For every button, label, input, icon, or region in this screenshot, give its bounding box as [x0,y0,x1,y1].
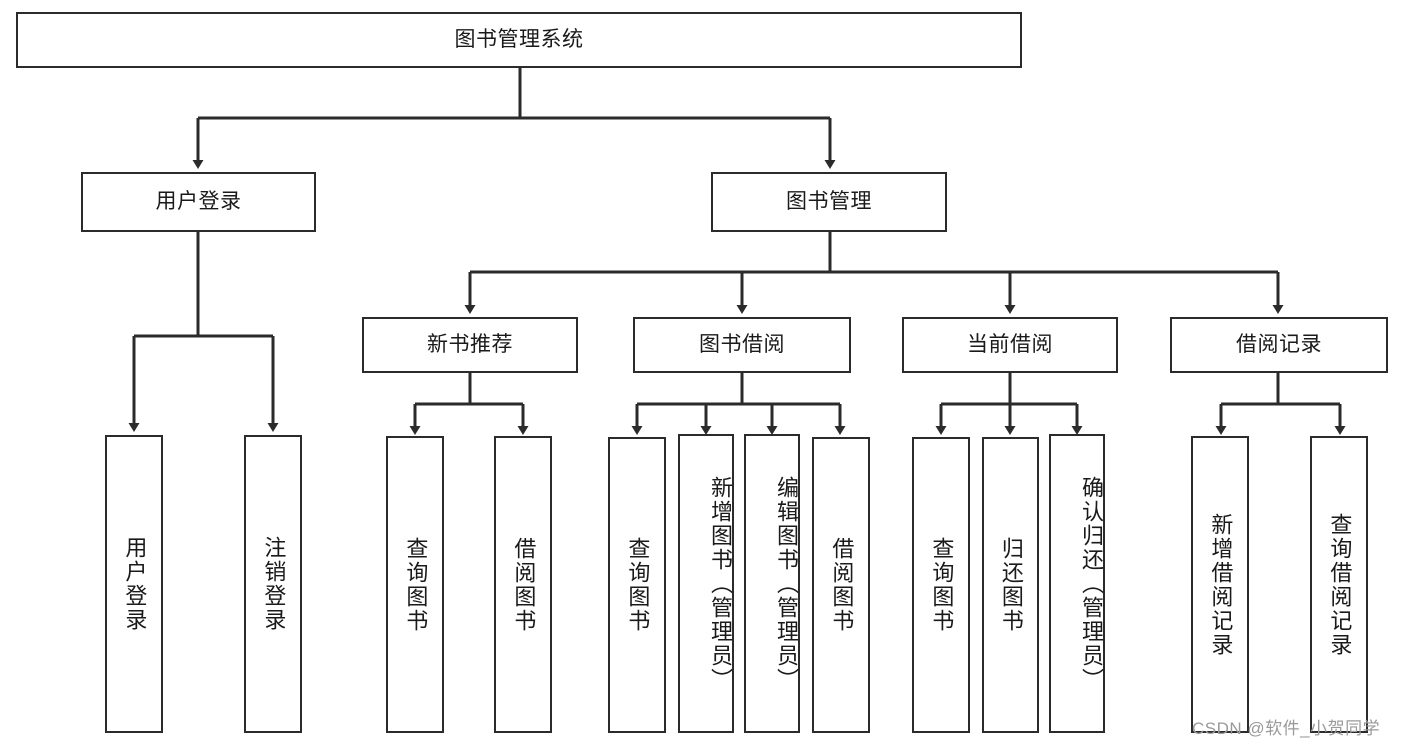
leaf-user-login[interactable]: 用户登录 [105,435,163,733]
node-label: 新增借阅记录 [1208,512,1234,657]
leaf-query-book-current[interactable]: 查询图书 [912,437,970,733]
node-book-management[interactable]: 图书管理 [711,172,947,232]
node-label: 归还图书 [998,537,1024,633]
node-label: 新增图书（管理员） [708,475,733,692]
leaf-edit-book-admin[interactable]: 编辑图书（管理员） [744,434,800,733]
csdn-watermark: CSDN @软件_小贺同学 [1192,719,1381,738]
node-label: 借阅图书 [511,536,537,633]
leaf-borrow-book[interactable]: 借阅图书 [812,437,870,733]
leaf-add-book-admin[interactable]: 新增图书（管理员） [678,434,734,733]
node-new-book-recommend[interactable]: 新书推荐 [362,317,578,373]
node-label: 借阅图书 [829,537,855,633]
node-user-login[interactable]: 用户登录 [81,172,316,232]
node-borrow-record[interactable]: 借阅记录 [1170,317,1388,373]
leaf-query-book-recommend[interactable]: 查询图书 [386,436,444,733]
node-label: 图书管理 [786,189,872,213]
node-label: 借阅记录 [1236,332,1322,356]
leaf-query-borrow-record[interactable]: 查询借阅记录 [1310,436,1368,733]
leaf-return-book[interactable]: 归还图书 [982,437,1039,733]
node-label: 新书推荐 [427,332,513,356]
node-label: 图书借阅 [699,332,785,356]
node-label: 查询借阅记录 [1327,512,1353,657]
leaf-add-borrow-record[interactable]: 新增借阅记录 [1191,436,1249,733]
node-label: 当前借阅 [967,332,1053,356]
node-book-borrow[interactable]: 图书借阅 [633,317,851,373]
node-label: 查询图书 [625,537,651,633]
node-label: 用户登录 [155,189,242,213]
node-current-borrow[interactable]: 当前借阅 [902,317,1118,373]
leaf-confirm-return-admin[interactable]: 确认归还（管理员） [1049,434,1105,733]
node-root-book-management-system[interactable]: 图书管理系统 [16,12,1022,68]
node-label: 查询图书 [929,537,955,633]
leaf-logout[interactable]: 注销登录 [244,435,302,733]
node-label: 查询图书 [403,536,429,633]
node-label: 编辑图书（管理员） [774,475,799,692]
leaf-query-book-borrow[interactable]: 查询图书 [608,437,666,733]
node-label: 用户登录 [122,536,148,632]
node-label: 图书管理系统 [454,27,584,51]
leaf-borrow-book-recommend[interactable]: 借阅图书 [494,436,552,733]
node-label: 注销登录 [261,536,287,632]
node-label: 确认归还（管理员） [1079,475,1104,692]
